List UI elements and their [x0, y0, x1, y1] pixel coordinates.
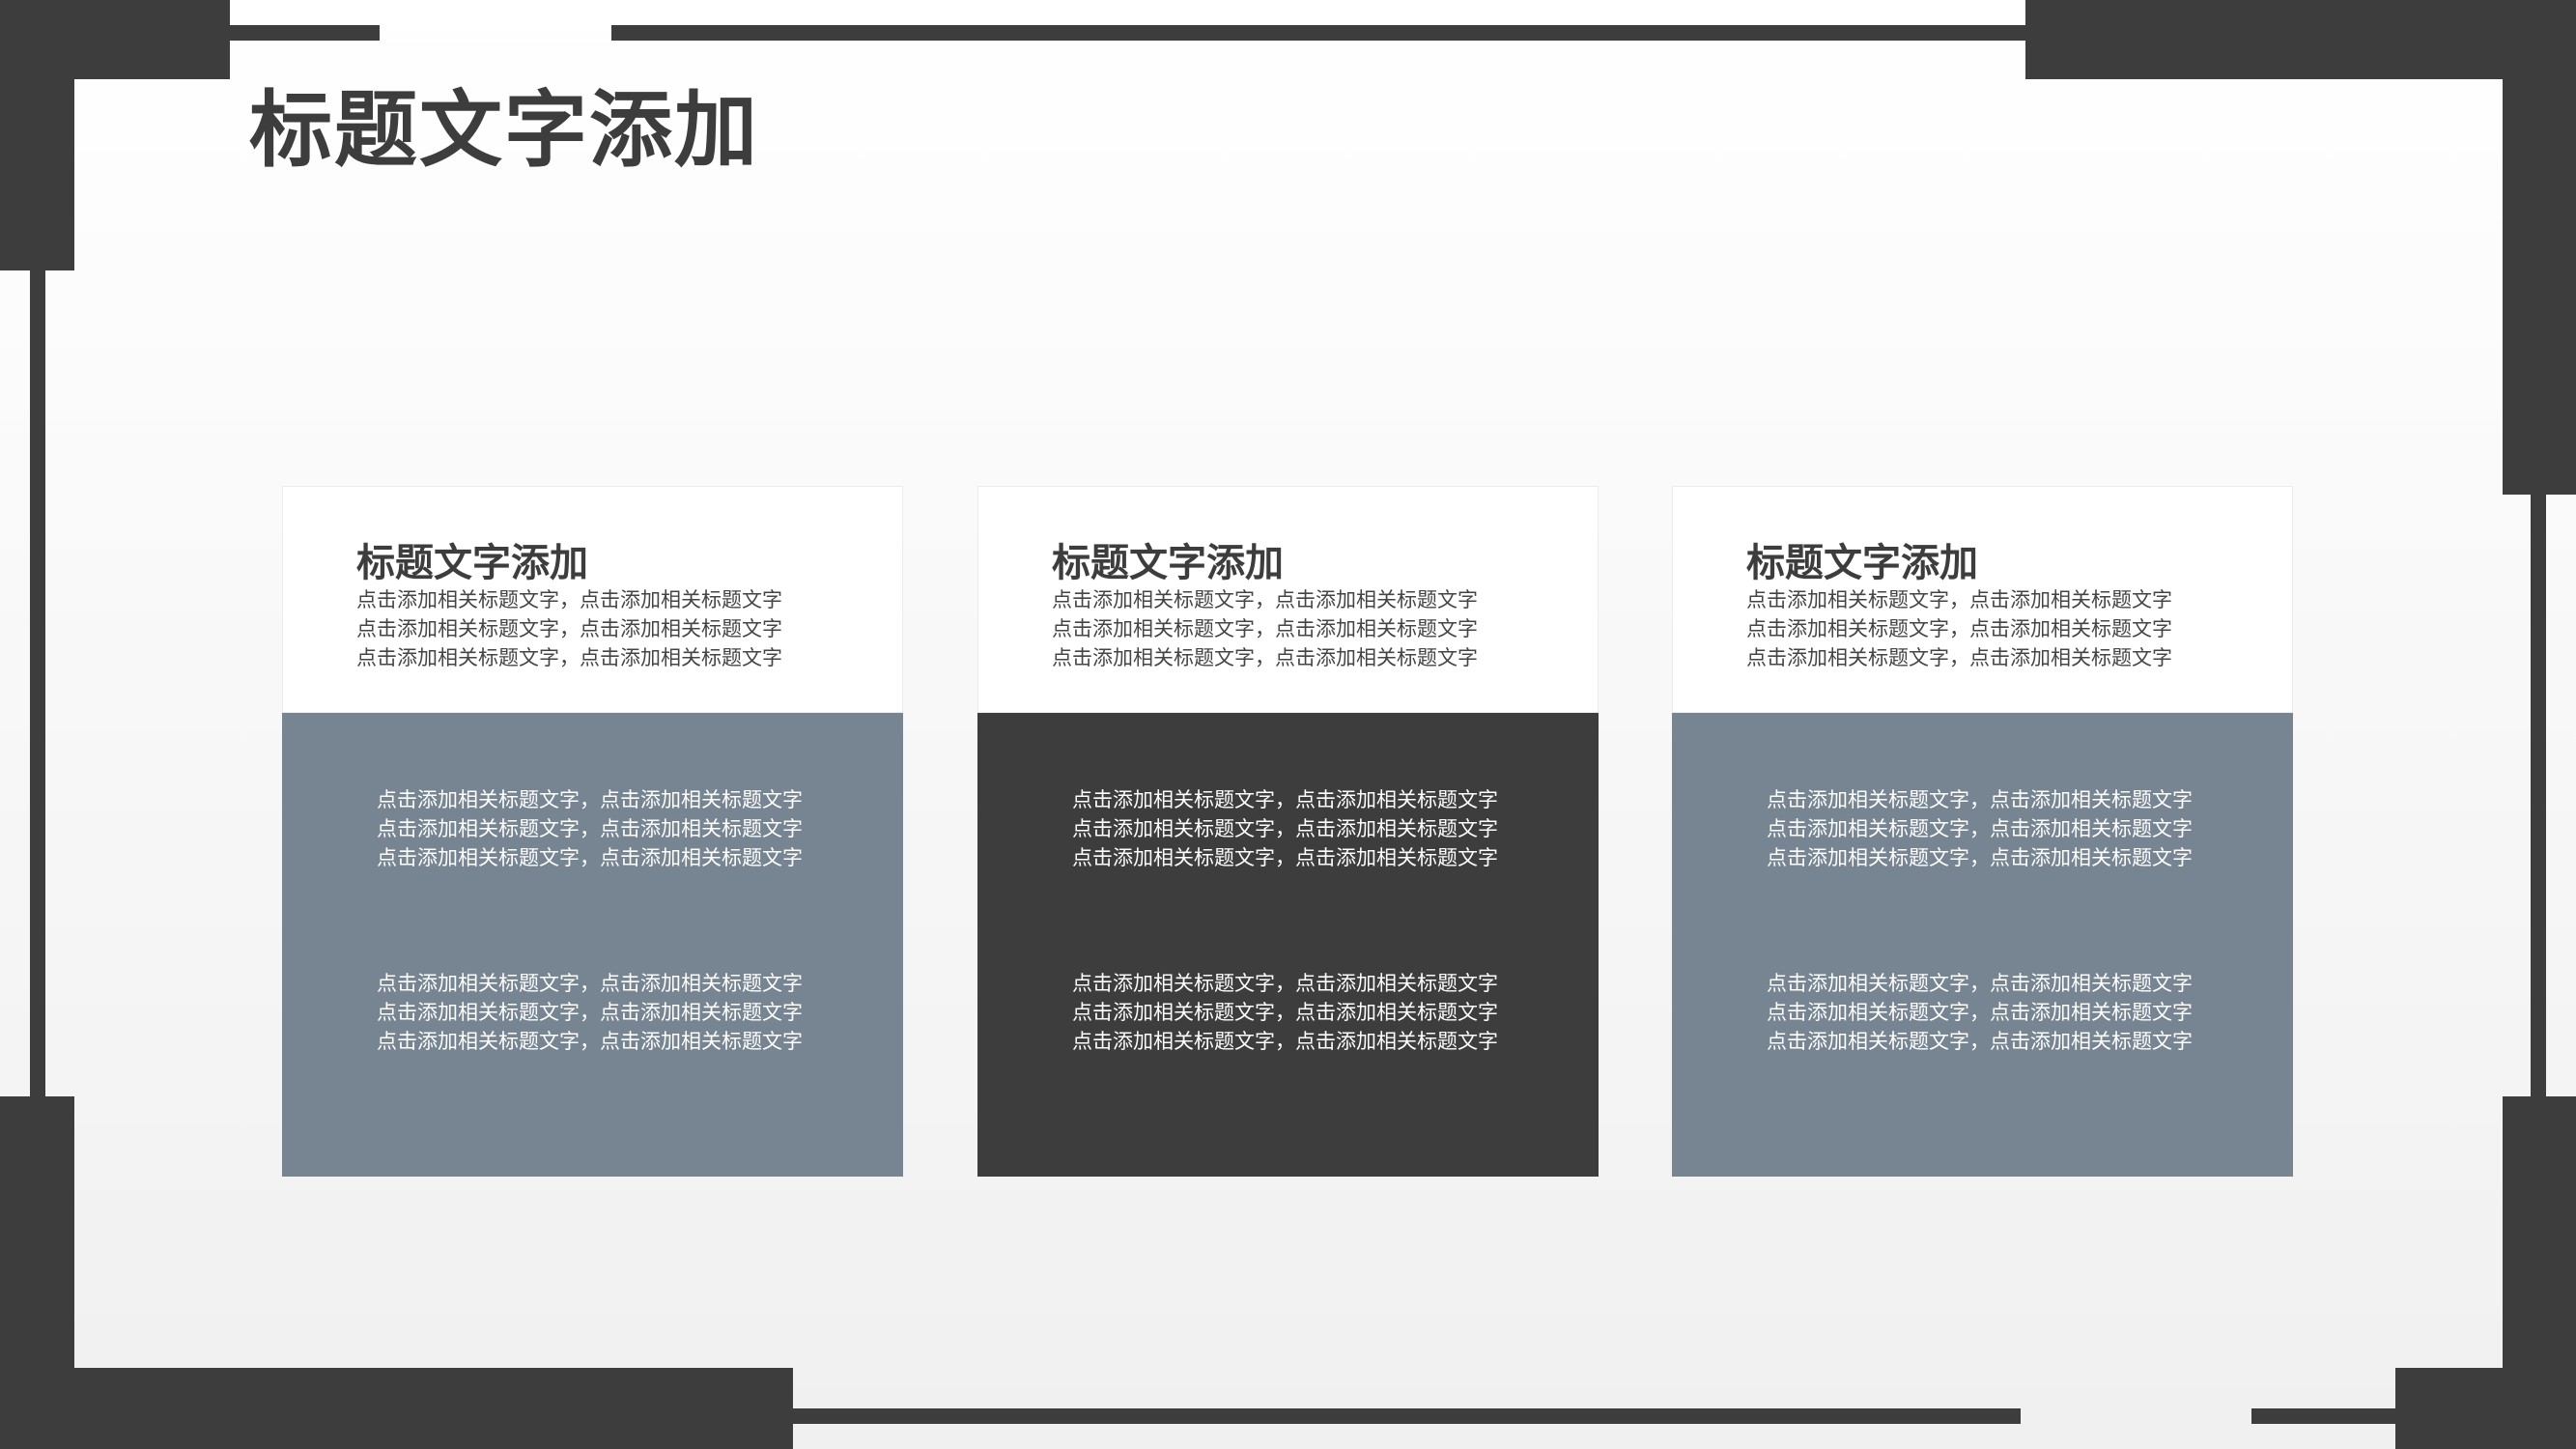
body-line: 点击添加相关标题文字，点击添加相关标题文字: [1072, 788, 1498, 811]
card-body-text-1[interactable]: 点击添加相关标题文字，点击添加相关标题文字 点击添加相关标题文字，点击添加相关标…: [1072, 785, 1498, 872]
content-card-2: 标题文字添加 点击添加相关标题文字，点击添加相关标题文字 点击添加相关标题文字，…: [977, 486, 1599, 1177]
body-line: 点击添加相关标题文字，点击添加相关标题文字: [1072, 1001, 1498, 1024]
description-line: 点击添加相关标题文字，点击添加相关标题文字: [1052, 646, 1478, 669]
content-card-3: 标题文字添加 点击添加相关标题文字，点击添加相关标题文字 点击添加相关标题文字，…: [1672, 486, 2293, 1177]
card-description[interactable]: 点击添加相关标题文字，点击添加相关标题文字 点击添加相关标题文字，点击添加相关标…: [356, 585, 782, 672]
description-line: 点击添加相关标题文字，点击添加相关标题文字: [1746, 588, 2172, 611]
body-line: 点击添加相关标题文字，点击添加相关标题文字: [377, 972, 803, 995]
frame-top-right-vertical: [2503, 0, 2576, 495]
frame-left-vertical-line: [30, 270, 45, 1096]
body-line: 点击添加相关标题文字，点击添加相关标题文字: [1072, 817, 1498, 840]
frame-bottom-right-tab: [2251, 1408, 2396, 1424]
body-line: 点击添加相关标题文字，点击添加相关标题文字: [1767, 817, 2193, 840]
card-heading[interactable]: 标题文字添加: [1052, 541, 1284, 585]
body-line: 点击添加相关标题文字，点击添加相关标题文字: [377, 788, 803, 811]
body-line: 点击添加相关标题文字，点击添加相关标题文字: [377, 817, 803, 840]
card-header-panel: 标题文字添加 点击添加相关标题文字，点击添加相关标题文字 点击添加相关标题文字，…: [1672, 486, 2293, 713]
frame-bottom-bar: [793, 1408, 2021, 1424]
body-line: 点击添加相关标题文字，点击添加相关标题文字: [1767, 788, 2193, 811]
body-line: 点击添加相关标题文字，点击添加相关标题文字: [1767, 972, 2193, 995]
body-line: 点击添加相关标题文字，点击添加相关标题文字: [1767, 1001, 2193, 1024]
description-line: 点击添加相关标题文字，点击添加相关标题文字: [1052, 617, 1478, 640]
card-header-panel: 标题文字添加 点击添加相关标题文字，点击添加相关标题文字 点击添加相关标题文字，…: [282, 486, 903, 713]
card-body-text-1[interactable]: 点击添加相关标题文字，点击添加相关标题文字 点击添加相关标题文字，点击添加相关标…: [1767, 785, 2193, 872]
content-card-1: 标题文字添加 点击添加相关标题文字，点击添加相关标题文字 点击添加相关标题文字，…: [282, 486, 903, 1177]
card-description[interactable]: 点击添加相关标题文字，点击添加相关标题文字 点击添加相关标题文字，点击添加相关标…: [1052, 585, 1478, 672]
card-header-panel: 标题文字添加 点击添加相关标题文字，点击添加相关标题文字 点击添加相关标题文字，…: [977, 486, 1599, 713]
card-body-text-1[interactable]: 点击添加相关标题文字，点击添加相关标题文字 点击添加相关标题文字，点击添加相关标…: [377, 785, 803, 872]
card-heading[interactable]: 标题文字添加: [1746, 541, 1978, 585]
description-line: 点击添加相关标题文字，点击添加相关标题文字: [356, 646, 782, 669]
card-body-panel: 点击添加相关标题文字，点击添加相关标题文字 点击添加相关标题文字，点击添加相关标…: [1672, 713, 2293, 1177]
card-body-text-2[interactable]: 点击添加相关标题文字，点击添加相关标题文字 点击添加相关标题文字，点击添加相关标…: [1767, 969, 2193, 1056]
card-body-text-2[interactable]: 点击添加相关标题文字，点击添加相关标题文字 点击添加相关标题文字，点击添加相关标…: [377, 969, 803, 1056]
frame-top-right-corner: [2025, 0, 2576, 79]
card-heading[interactable]: 标题文字添加: [356, 541, 588, 585]
frame-top-left-tab: [230, 25, 380, 41]
body-line: 点击添加相关标题文字，点击添加相关标题文字: [1767, 1030, 2193, 1053]
frame-top-left-vertical: [0, 0, 74, 270]
card-description[interactable]: 点击添加相关标题文字，点击添加相关标题文字 点击添加相关标题文字，点击添加相关标…: [1746, 585, 2172, 672]
card-body-text-2[interactable]: 点击添加相关标题文字，点击添加相关标题文字 点击添加相关标题文字，点击添加相关标…: [1072, 969, 1498, 1056]
body-line: 点击添加相关标题文字，点击添加相关标题文字: [377, 1030, 803, 1053]
body-line: 点击添加相关标题文字，点击添加相关标题文字: [377, 846, 803, 869]
frame-bottom-left-bar: [0, 1368, 793, 1449]
body-line: 点击添加相关标题文字，点击添加相关标题文字: [1072, 972, 1498, 995]
body-line: 点击添加相关标题文字，点击添加相关标题文字: [1072, 846, 1498, 869]
page-title[interactable]: 标题文字添加: [249, 82, 759, 179]
description-line: 点击添加相关标题文字，点击添加相关标题文字: [356, 617, 782, 640]
card-body-panel: 点击添加相关标题文字，点击添加相关标题文字 点击添加相关标题文字，点击添加相关标…: [282, 713, 903, 1177]
frame-right-vertical-line: [2531, 495, 2546, 1096]
description-line: 点击添加相关标题文字，点击添加相关标题文字: [1052, 588, 1478, 611]
body-line: 点击添加相关标题文字，点击添加相关标题文字: [377, 1001, 803, 1024]
description-line: 点击添加相关标题文字，点击添加相关标题文字: [356, 588, 782, 611]
body-line: 点击添加相关标题文字，点击添加相关标题文字: [1767, 846, 2193, 869]
frame-bottom-right-corner: [2395, 1368, 2576, 1449]
description-line: 点击添加相关标题文字，点击添加相关标题文字: [1746, 646, 2172, 669]
frame-top-bar: [611, 25, 2026, 41]
body-line: 点击添加相关标题文字，点击添加相关标题文字: [1072, 1030, 1498, 1053]
description-line: 点击添加相关标题文字，点击添加相关标题文字: [1746, 617, 2172, 640]
card-body-panel: 点击添加相关标题文字，点击添加相关标题文字 点击添加相关标题文字，点击添加相关标…: [977, 713, 1599, 1177]
